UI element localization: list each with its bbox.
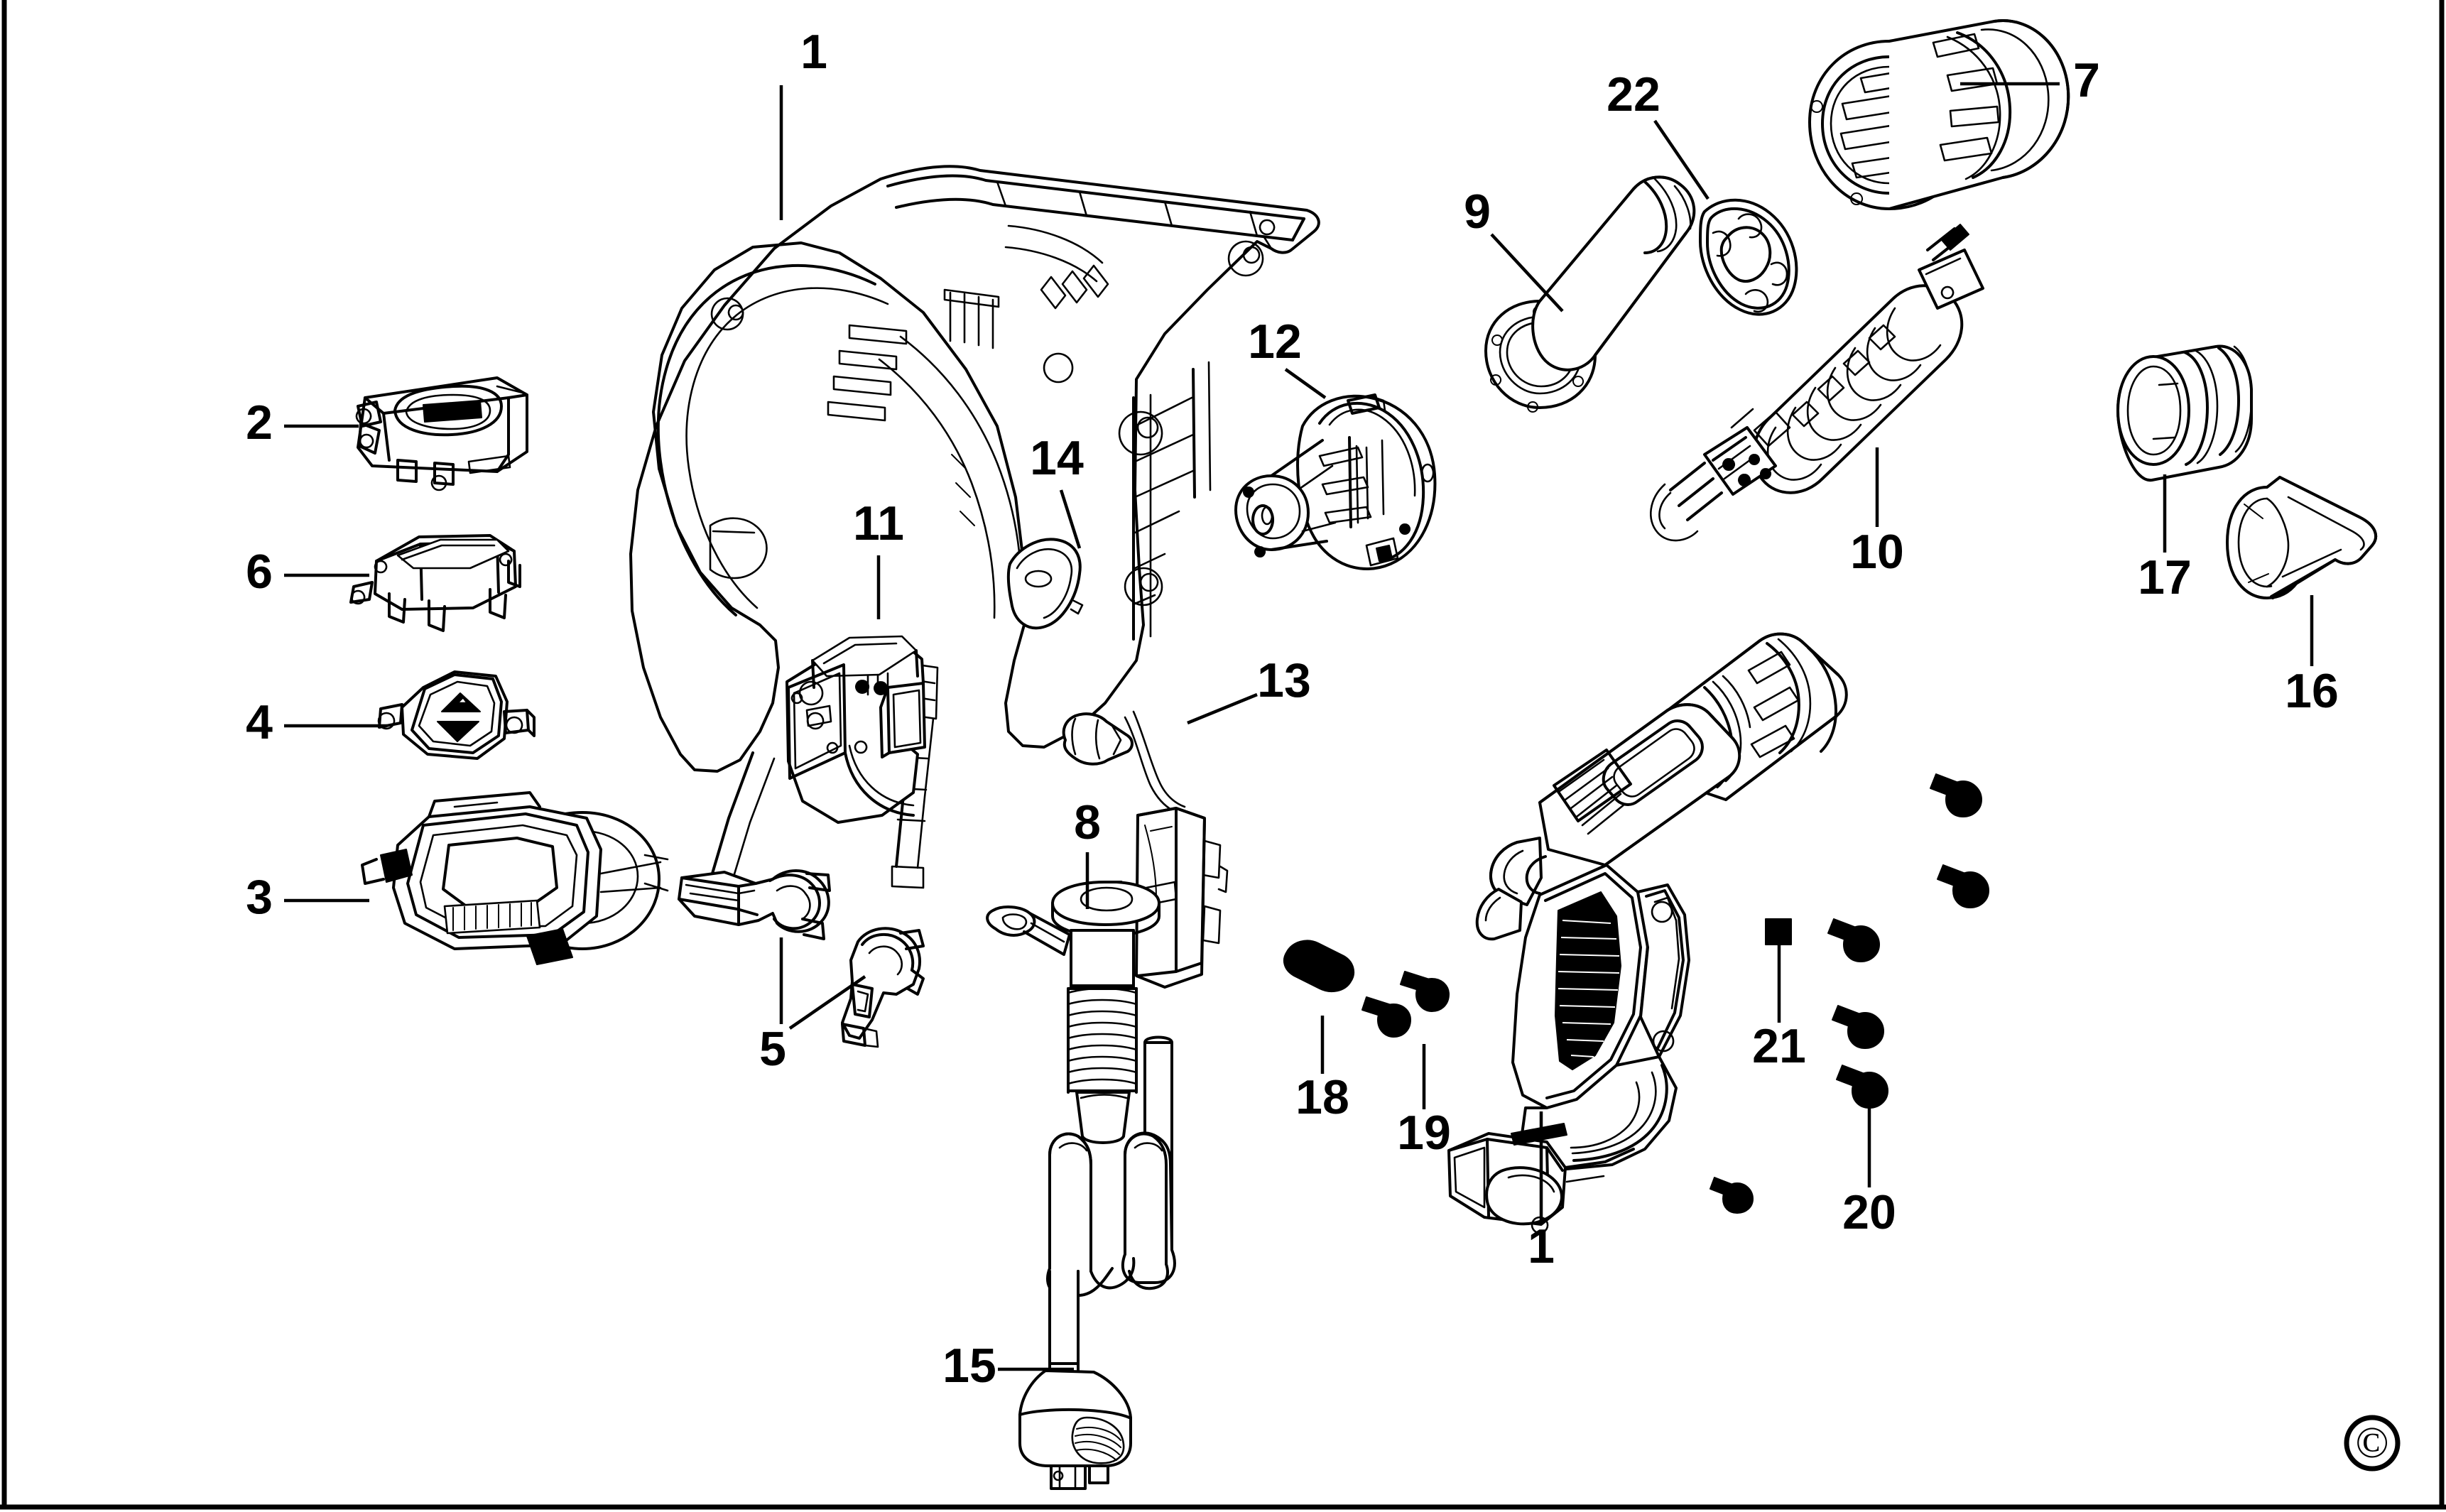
leader-line-12 (1284, 368, 1327, 399)
part-control-pcb (349, 534, 521, 632)
callout-number-9: 9 (1464, 185, 1491, 239)
callout-number-2: 2 (246, 396, 273, 450)
part-power-cord (1018, 1035, 1176, 1490)
callout-number-8: 8 (1074, 795, 1101, 849)
callout-number-6: 6 (246, 545, 273, 599)
callout-number-7: 7 (2073, 53, 2100, 107)
callout-number-21: 21 (1752, 1019, 1806, 1073)
callout-number-15: 15 (942, 1339, 996, 1393)
screw-glyph (1400, 971, 1450, 1012)
callout-number-11: 11 (853, 496, 904, 550)
part-terminal-link (1283, 940, 1355, 993)
part-blower-bracket (786, 635, 926, 824)
callout-number-1: 1 (800, 25, 827, 79)
part-nozzle-guard-ring (1808, 19, 2070, 210)
part-heat-gun-body (1447, 632, 1848, 1234)
part-keypad-overlay (377, 670, 536, 760)
callout-number-20: 20 (1842, 1185, 1896, 1239)
screw-glyph (1361, 996, 1411, 1038)
part-heating-element (1649, 224, 1984, 542)
copyright-glyph: © (2355, 1419, 2388, 1467)
callout-number-13: 13 (1257, 653, 1311, 707)
callout-number-12: 12 (1248, 315, 1302, 369)
callout-number-22: 22 (1607, 67, 1660, 121)
part-screw-20 (1710, 1065, 1888, 1214)
part-flat-nozzle (2226, 476, 2378, 599)
part-housing-half (629, 165, 1320, 902)
part-housing-screw-set (1765, 773, 1989, 1049)
callout-number-18: 18 (1295, 1070, 1349, 1124)
screw-glyph (1827, 918, 1880, 962)
callout-number-14: 14 (1030, 431, 1084, 485)
screw-glyph (1937, 864, 1989, 908)
part-reducer-nozzle (2116, 344, 2253, 482)
callout-number-5: 5 (759, 1022, 786, 1076)
leader-line-14 (1059, 489, 1082, 549)
part-barrel-tube (1484, 175, 1696, 413)
part-insulator-disc (1699, 198, 1798, 316)
leader-lines (284, 82, 2314, 1371)
part-cord-clip-set (678, 869, 925, 1048)
copyright-mark: © (2344, 1415, 2401, 1472)
part-display-bezel (355, 376, 528, 491)
callout-number-4: 4 (246, 695, 273, 749)
screw-glyph (1930, 773, 1982, 817)
part-cover-plate (1006, 538, 1084, 630)
leader-line-9 (1490, 233, 1564, 312)
leader-line-5 (779, 937, 866, 1030)
part-screw-pair (1361, 971, 1450, 1038)
callout-number-19: 19 (1397, 1106, 1451, 1160)
leader-line-13 (1187, 692, 1258, 725)
part-strain-relief (986, 881, 1161, 1144)
callout-number-1: 1 (1528, 1219, 1555, 1273)
callout-number-17: 17 (2138, 550, 2192, 604)
callout-number-16: 16 (2285, 664, 2339, 718)
leader-line-22 (1653, 119, 1710, 200)
callout-number-3: 3 (246, 870, 273, 924)
part-motor-fan-assembly (1234, 393, 1437, 570)
screw-glyph (1832, 1005, 1884, 1049)
part-power-module (1062, 710, 1229, 989)
part-switch-assembly (361, 791, 669, 965)
callout-number-10: 10 (1850, 525, 1904, 579)
